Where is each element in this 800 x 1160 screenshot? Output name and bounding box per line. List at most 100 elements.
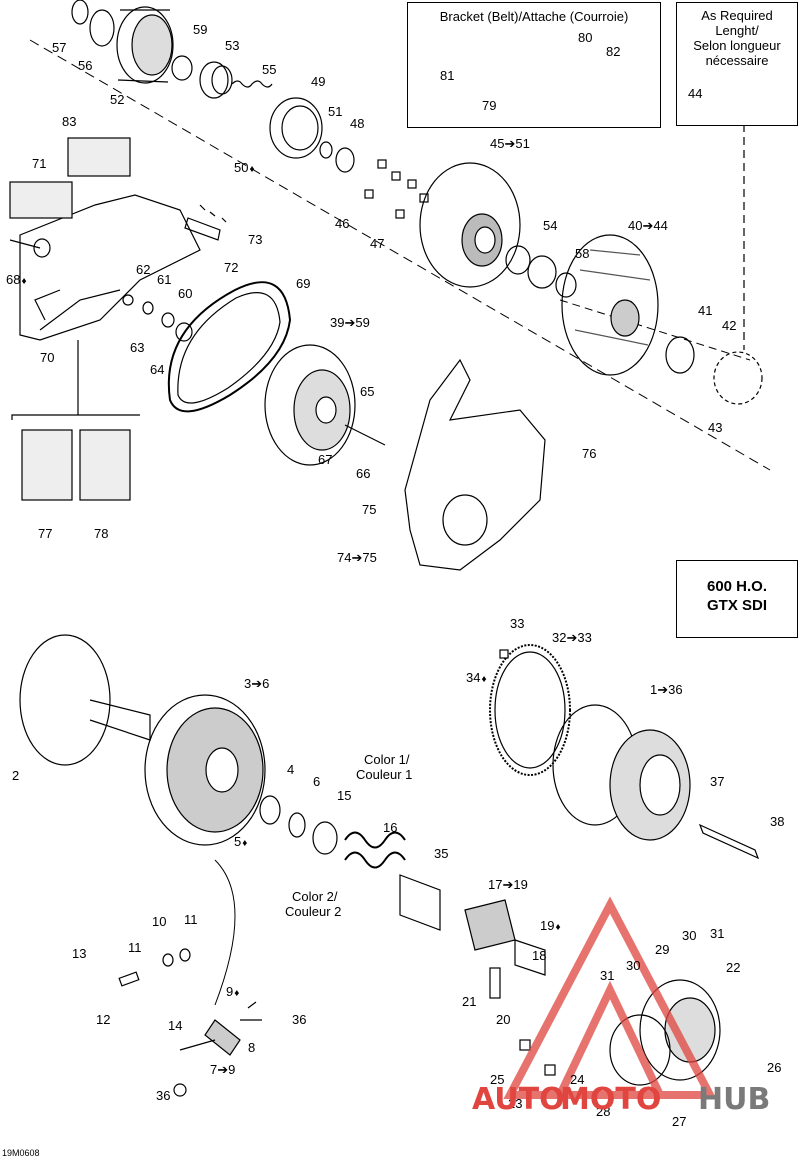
callout-label: 27 [672, 1114, 687, 1129]
callout-label: 45➔51 [490, 136, 530, 151]
callout-label: 82 [606, 44, 621, 59]
callout-label: 54 [543, 218, 558, 233]
driven-cam [561, 234, 763, 405]
lubricant-drop-icon: ♦ [234, 988, 240, 999]
spring-stack [259, 795, 546, 976]
callout-label: 59 [193, 22, 208, 37]
lubricant-drop-icon: ♦ [555, 922, 561, 933]
callout-label: 30 [682, 928, 697, 943]
callout-label: 70 [40, 350, 55, 365]
lubricant-drop-icon: ♦ [249, 164, 255, 175]
callout-label: 17➔19 [488, 877, 528, 892]
callout-label: 81 [440, 68, 455, 83]
callout-label: 78 [94, 526, 109, 541]
color2-label: Color 2/ [292, 889, 338, 904]
drive-pulley-top [71, 0, 355, 173]
callout-label: 61 [157, 272, 172, 287]
callout-label: 14 [168, 1018, 183, 1033]
callout-label: 31 [600, 968, 615, 983]
driven-pulley-disk [419, 162, 577, 298]
callout-label: 57 [52, 40, 67, 55]
callout-label: 35 [434, 846, 449, 861]
callout-label: 30 [626, 958, 641, 973]
callout-label: 56 [78, 58, 93, 73]
model-line2: GTX SDI [706, 597, 767, 614]
belt-guard [9, 137, 227, 342]
callout-label: 63 [130, 340, 145, 355]
callout-label: 42 [722, 318, 737, 333]
callout-label: 52 [110, 92, 125, 107]
model-box: 600 H.O. GTX SDI [676, 560, 798, 638]
callout-label: 66 [356, 466, 371, 481]
bracket-box-title: Bracket (Belt)/Attache (Courroie) [439, 9, 629, 24]
callout-label: 13 [72, 946, 87, 961]
callout-label: 5♦ [234, 834, 248, 849]
callout-label: 34♦ [466, 670, 487, 685]
callout-label: 72 [224, 260, 239, 275]
drive-pulley [264, 344, 386, 466]
callout-label: 49 [311, 74, 326, 89]
callout-label: 11 [128, 940, 142, 955]
drive-belt [167, 281, 292, 413]
callout-label: 28 [596, 1104, 611, 1119]
callout-label: 83 [62, 114, 77, 129]
label-sheet-78 [79, 429, 131, 501]
callout-label: 50♦ [234, 160, 255, 175]
ring-gear [489, 644, 571, 776]
callout-label: 67 [318, 452, 333, 467]
callout-label: 19♦ [540, 918, 561, 933]
required-line2: Lenght/ [715, 23, 759, 38]
callout-label: 44 [688, 86, 703, 101]
callout-label: 32➔33 [552, 630, 592, 645]
callout-label: 18 [532, 948, 547, 963]
color2-label-fr: Couleur 2 [285, 904, 342, 919]
lubricant-drop-icon: ♦ [242, 838, 248, 849]
callout-label: 1➔36 [650, 682, 683, 697]
watermark-auto: AUTO [472, 1082, 565, 1117]
callout-label: 24 [570, 1072, 585, 1087]
callout-label: 4 [287, 762, 295, 777]
callout-label: 46 [335, 216, 350, 231]
callout-label: 6 [313, 774, 321, 789]
callout-label: 51 [328, 104, 343, 119]
watermark-triangle [503, 896, 717, 1099]
callout-label: 74➔75 [337, 550, 377, 565]
required-line4: nécessaire [705, 53, 769, 68]
required-line3: Selon longueur [693, 38, 781, 53]
callout-label: 41 [698, 303, 713, 318]
callout-label: 20 [496, 1012, 511, 1027]
callout-label: 68♦ [6, 272, 27, 287]
callout-label: 55 [262, 62, 277, 77]
fixed-sheave [19, 634, 266, 846]
callout-label: 38 [770, 814, 785, 829]
clutch-assembly [552, 704, 760, 860]
assembly-axis-line [29, 39, 771, 471]
callout-label: 75 [362, 502, 377, 517]
callout-label: 3➔6 [244, 676, 270, 691]
callout-label: 48 [350, 116, 365, 131]
lubricant-drop-icon: ♦ [481, 674, 487, 685]
callout-label: 31 [710, 926, 725, 941]
callout-label: 21 [462, 994, 477, 1009]
callout-label: 79 [482, 98, 497, 113]
callout-label: 36 [156, 1088, 171, 1103]
label-sheet-77 [21, 429, 73, 501]
bracket-box: Bracket (Belt)/Attache (Courroie) [407, 2, 661, 128]
color1-label: Color 1/ [364, 752, 410, 767]
pulley-guard-cover [404, 358, 546, 571]
callout-label: 65 [360, 384, 375, 399]
required-box: As Required Lenght/ Selon longueur néces… [676, 2, 798, 126]
callout-label: 53 [225, 38, 240, 53]
assembly-axis-line-2 [559, 299, 751, 361]
callout-label: 39➔59 [330, 315, 370, 330]
watermark-moto: MOTO [560, 1082, 662, 1117]
callout-label: 2 [12, 768, 20, 783]
callout-label: 40➔44 [628, 218, 668, 233]
callout-label: 37 [710, 774, 725, 789]
callout-label: 7➔9 [210, 1062, 236, 1077]
model-line1: 600 H.O. [706, 578, 768, 595]
callout-label: 69 [296, 276, 311, 291]
callout-label: 29 [655, 942, 670, 957]
roller-arm [118, 859, 262, 1097]
